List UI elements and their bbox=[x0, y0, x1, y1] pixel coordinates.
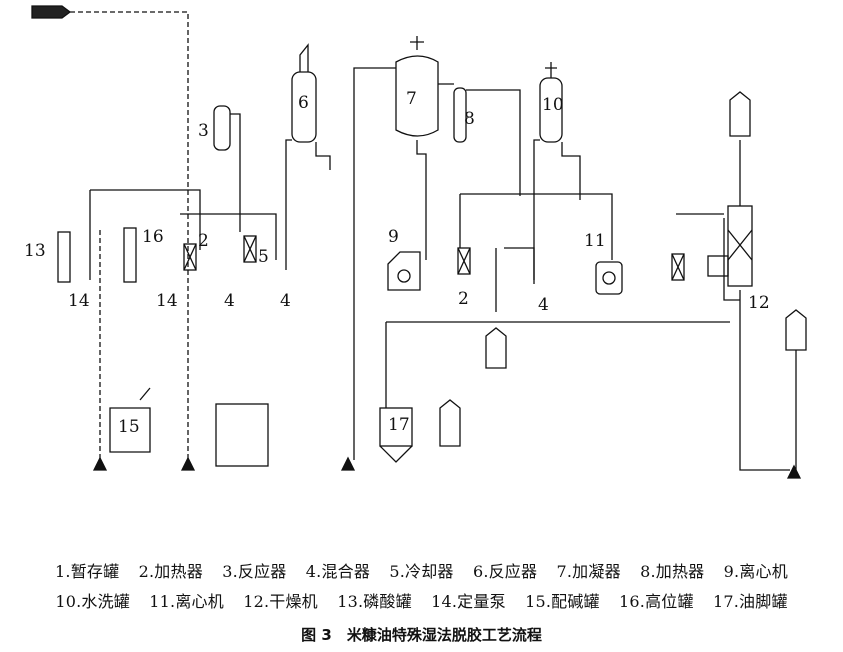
legend-item: 9.离心机 bbox=[723, 562, 788, 581]
label-15: 15 bbox=[118, 417, 140, 437]
high-tank-16-icon bbox=[123, 227, 137, 283]
label-14b: 14 bbox=[156, 291, 178, 311]
label-4a: 4 bbox=[224, 291, 235, 311]
label-16: 16 bbox=[142, 227, 164, 247]
legend-item: 4.混合器 bbox=[305, 562, 371, 581]
legend-item: 13.磷酸罐 bbox=[337, 592, 412, 611]
heater-8-icon bbox=[438, 83, 521, 196]
label-13: 13 bbox=[24, 241, 46, 261]
legend-item: 5.冷却器 bbox=[389, 562, 454, 581]
figure-caption: 图 3 米糠油特殊湿法脱胶工艺流程 bbox=[301, 626, 542, 644]
process-flow-diagram: 13 14 16 14 3 2 4 5 4 6 7 8 9 2 4 10 11 … bbox=[24, 5, 807, 479]
centrifuge-11-icon bbox=[595, 261, 623, 295]
label-8: 8 bbox=[464, 109, 475, 129]
legend-item: 1.暂存罐 bbox=[55, 562, 120, 581]
legend-item: 12.干燥机 bbox=[243, 592, 318, 611]
open-tank-icon bbox=[215, 403, 269, 467]
alkali-tank-15-icon bbox=[109, 387, 151, 453]
legend-row-2: 10.水洗罐 11.离心机 12.干燥机 13.磷酸罐 14.定量泵 15.配碱… bbox=[0, 588, 843, 612]
washing-tank-10-icon bbox=[533, 62, 581, 280]
label-2a: 2 bbox=[198, 231, 209, 251]
legend-item: 8.加热器 bbox=[640, 562, 705, 581]
legend-item: 15.配碱罐 bbox=[525, 592, 600, 611]
label-10: 10 bbox=[542, 95, 564, 115]
legend-item: 3.反应器 bbox=[222, 562, 287, 581]
storage-tank-1-icon bbox=[31, 5, 72, 19]
product-tank-icon bbox=[439, 91, 807, 447]
label-3: 3 bbox=[198, 121, 209, 141]
label-4b: 4 bbox=[280, 291, 291, 311]
label-17: 17 bbox=[388, 415, 410, 435]
label-12: 12 bbox=[748, 293, 770, 313]
soapstock-tank-17-icon bbox=[379, 407, 413, 463]
label-6: 6 bbox=[298, 93, 309, 113]
legend-item: 14.定量泵 bbox=[431, 592, 506, 611]
dryer-12-icon bbox=[707, 205, 753, 287]
cooler-5-icon bbox=[243, 235, 257, 263]
heater-2-icon bbox=[183, 243, 685, 281]
label-5: 5 bbox=[258, 247, 269, 267]
reactor-3-icon bbox=[213, 105, 241, 232]
legend-item: 7.加凝器 bbox=[556, 562, 621, 581]
phosphoric-tank-13-icon bbox=[57, 231, 71, 283]
label-7: 7 bbox=[406, 89, 417, 109]
label-4c: 4 bbox=[538, 295, 549, 315]
legend-item: 2.加热器 bbox=[138, 562, 203, 581]
legend-item: 17.油脚罐 bbox=[713, 592, 788, 611]
legend-item: 10.水洗罐 bbox=[55, 592, 130, 611]
label-9: 9 bbox=[388, 227, 399, 247]
label-14a: 14 bbox=[68, 291, 90, 311]
legend-item: 16.高位罐 bbox=[619, 592, 694, 611]
centrifuge-9-icon bbox=[387, 251, 421, 291]
legend-item: 11.离心机 bbox=[149, 592, 224, 611]
pipe-top-dashed bbox=[70, 11, 189, 460]
legend-row-1: 1.暂存罐 2.加热器 3.反应器 4.混合器 5.冷却器 6.反应器 7.加凝… bbox=[0, 558, 843, 582]
reactor-6-icon bbox=[285, 43, 331, 270]
vessel-7-icon bbox=[353, 36, 439, 460]
label-2b: 2 bbox=[458, 289, 469, 309]
label-11: 11 bbox=[584, 231, 606, 251]
legend-item: 6.反应器 bbox=[472, 562, 538, 581]
